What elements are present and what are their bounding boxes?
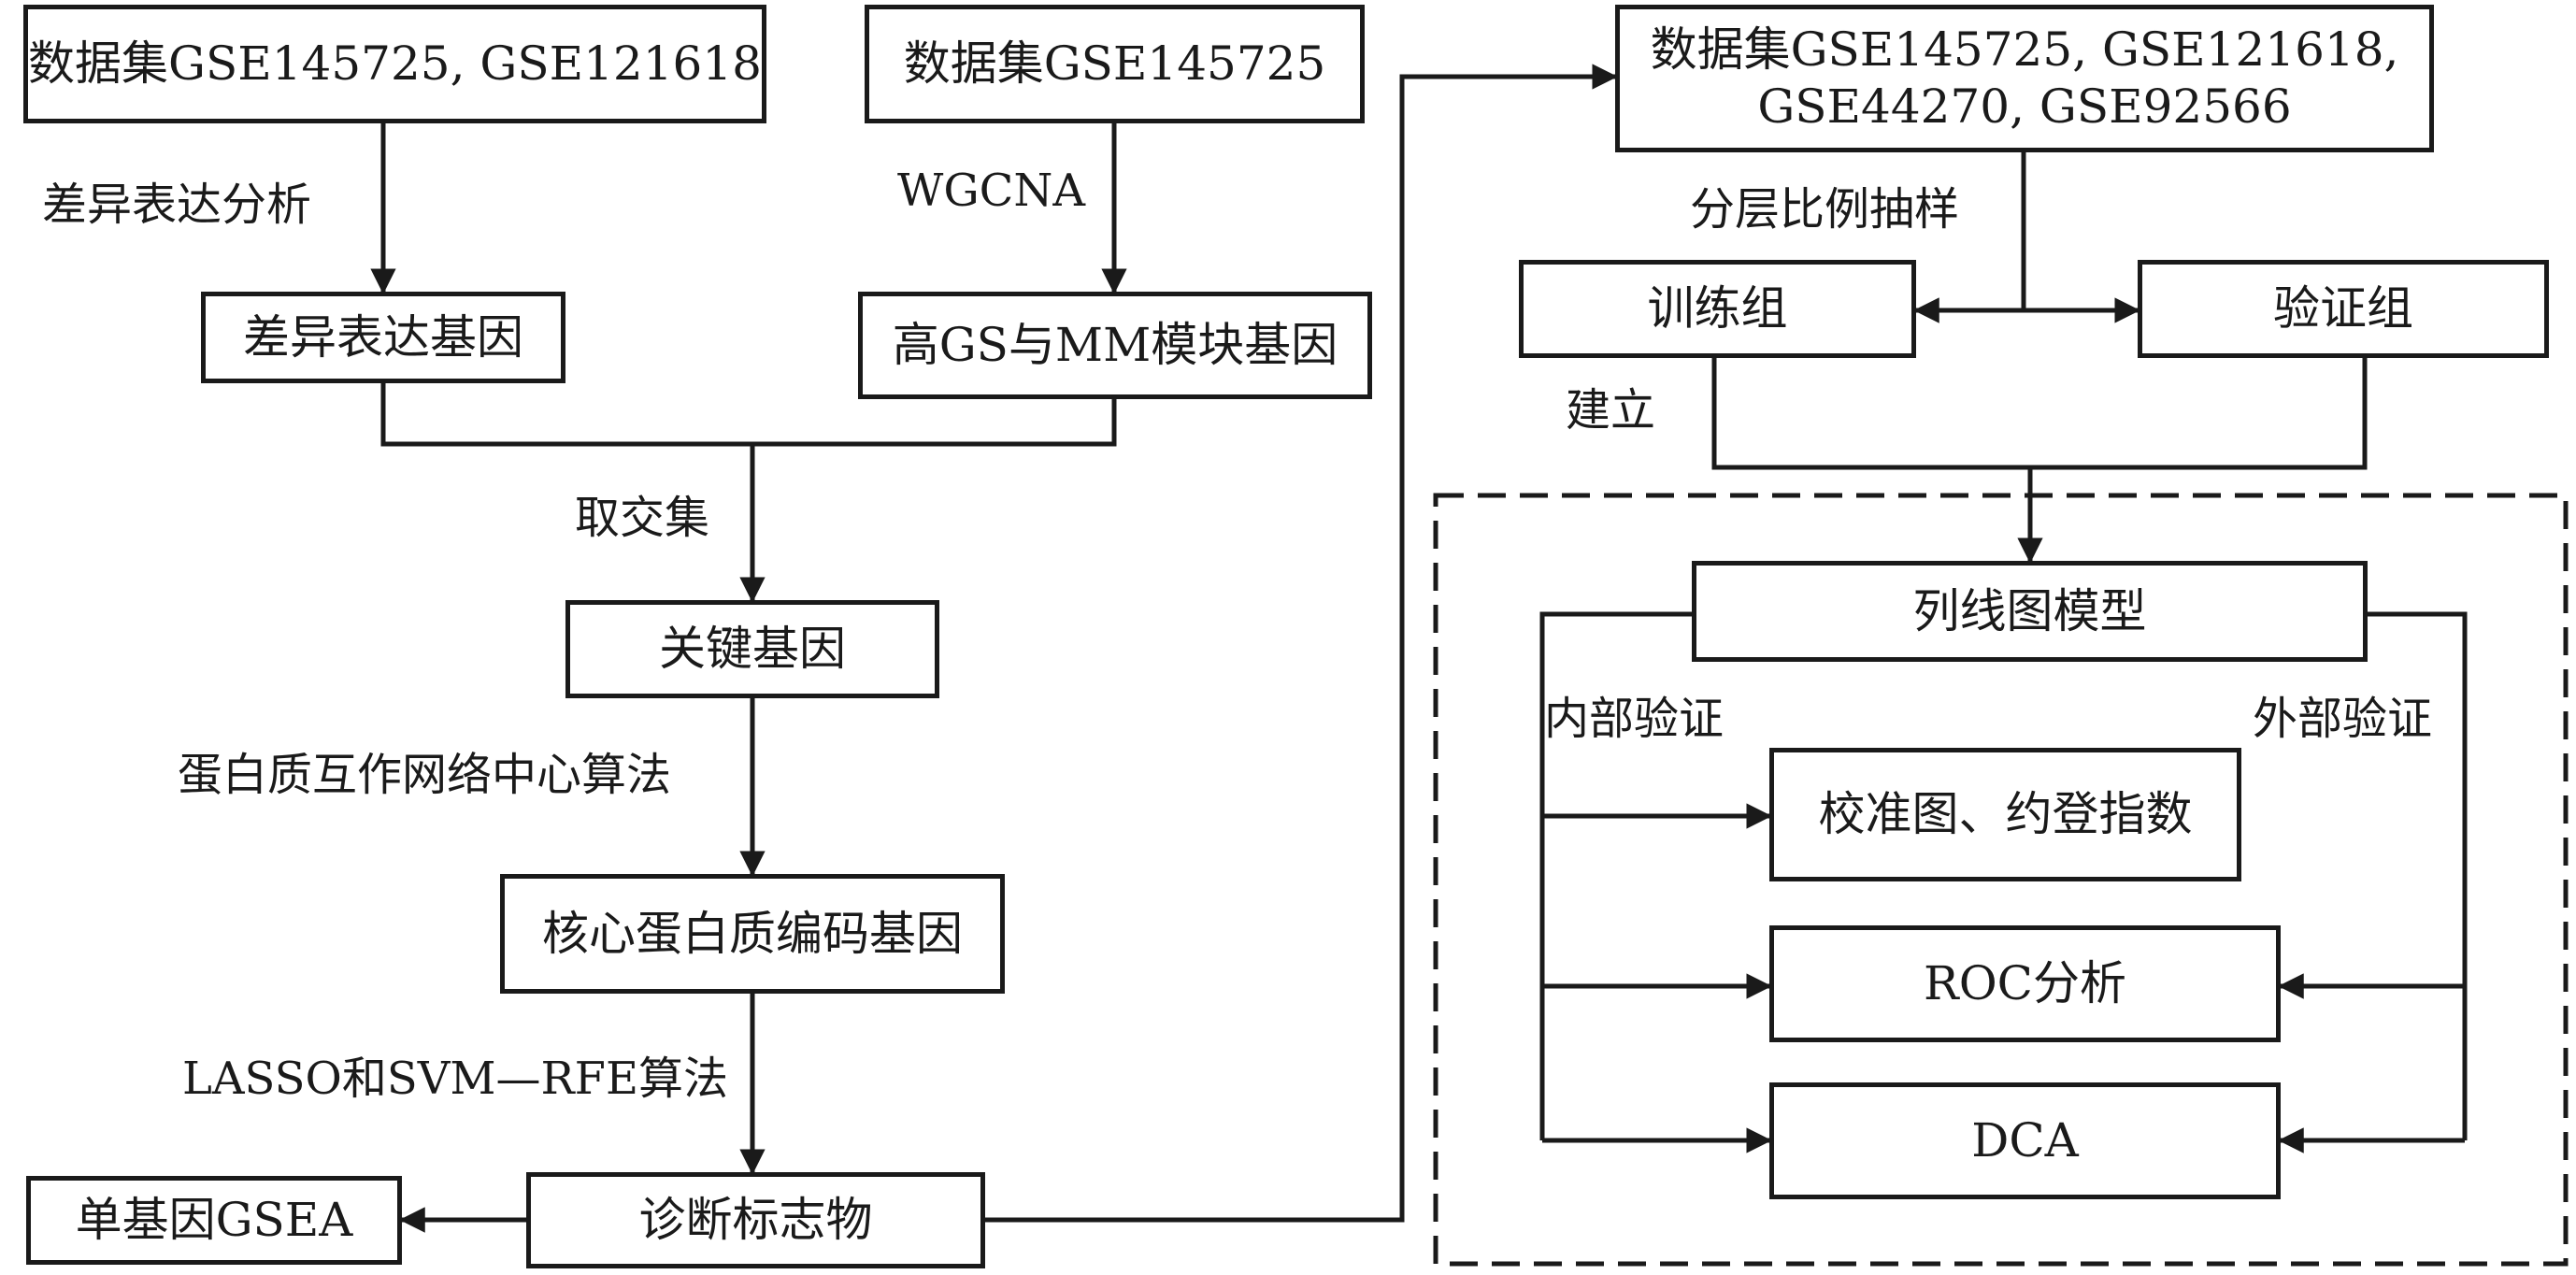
internal-validation-label: 内部验证 (1544, 693, 1724, 745)
validation-dashed-frame (1433, 493, 2569, 1267)
build-label: 建立 (1566, 384, 1656, 437)
dca-box: DCA (1769, 1082, 2281, 1199)
datasets-b-box: 数据集GSE145725 (865, 5, 1365, 123)
merge-line-groups (1711, 358, 2368, 470)
biomarkers-box: 诊断标志物 (526, 1172, 985, 1268)
ppi-algorithm-label: 蛋白质互作网络中心算法 (178, 749, 672, 801)
external-validation-line (2368, 611, 2468, 1140)
intersection-label: 取交集 (575, 492, 710, 544)
lasso-svm-label: LASSO和SVM—RFE算法 (182, 1053, 728, 1105)
calibration-box: 校准图、约登指数 (1769, 748, 2241, 881)
roc-box: ROC分析 (1769, 925, 2281, 1042)
external-validation-label: 外部验证 (2253, 693, 2433, 745)
connector-biomarkers-to-datasets-all (985, 64, 1618, 1223)
key-genes-box: 关键基因 (565, 600, 939, 698)
deg-box: 差异表达基因 (201, 292, 565, 383)
training-group-box: 训练组 (1519, 260, 1916, 358)
datasets-all-box: 数据集GSE145725, GSE121618, GSE44270, GSE92… (1615, 5, 2434, 152)
single-gene-gsea-box: 单基因GSEA (26, 1176, 402, 1265)
wgcna-label: WGCNA (897, 165, 1086, 217)
merge-line-deg-gsmm (380, 383, 1117, 447)
internal-validation-line (1539, 611, 1692, 1140)
datasets-a-box: 数据集GSE145725, GSE121618 (23, 5, 766, 123)
hub-genes-box: 核心蛋白质编码基因 (500, 874, 1005, 994)
stratified-sampling-label: 分层比例抽样 (1690, 183, 1960, 236)
diff-expr-analysis-label: 差异表达分析 (42, 179, 312, 231)
gs-mm-genes-box: 高GS与MM模块基因 (858, 292, 1372, 399)
validation-group-box: 验证组 (2138, 260, 2549, 358)
nomogram-box: 列线图模型 (1692, 561, 2368, 662)
